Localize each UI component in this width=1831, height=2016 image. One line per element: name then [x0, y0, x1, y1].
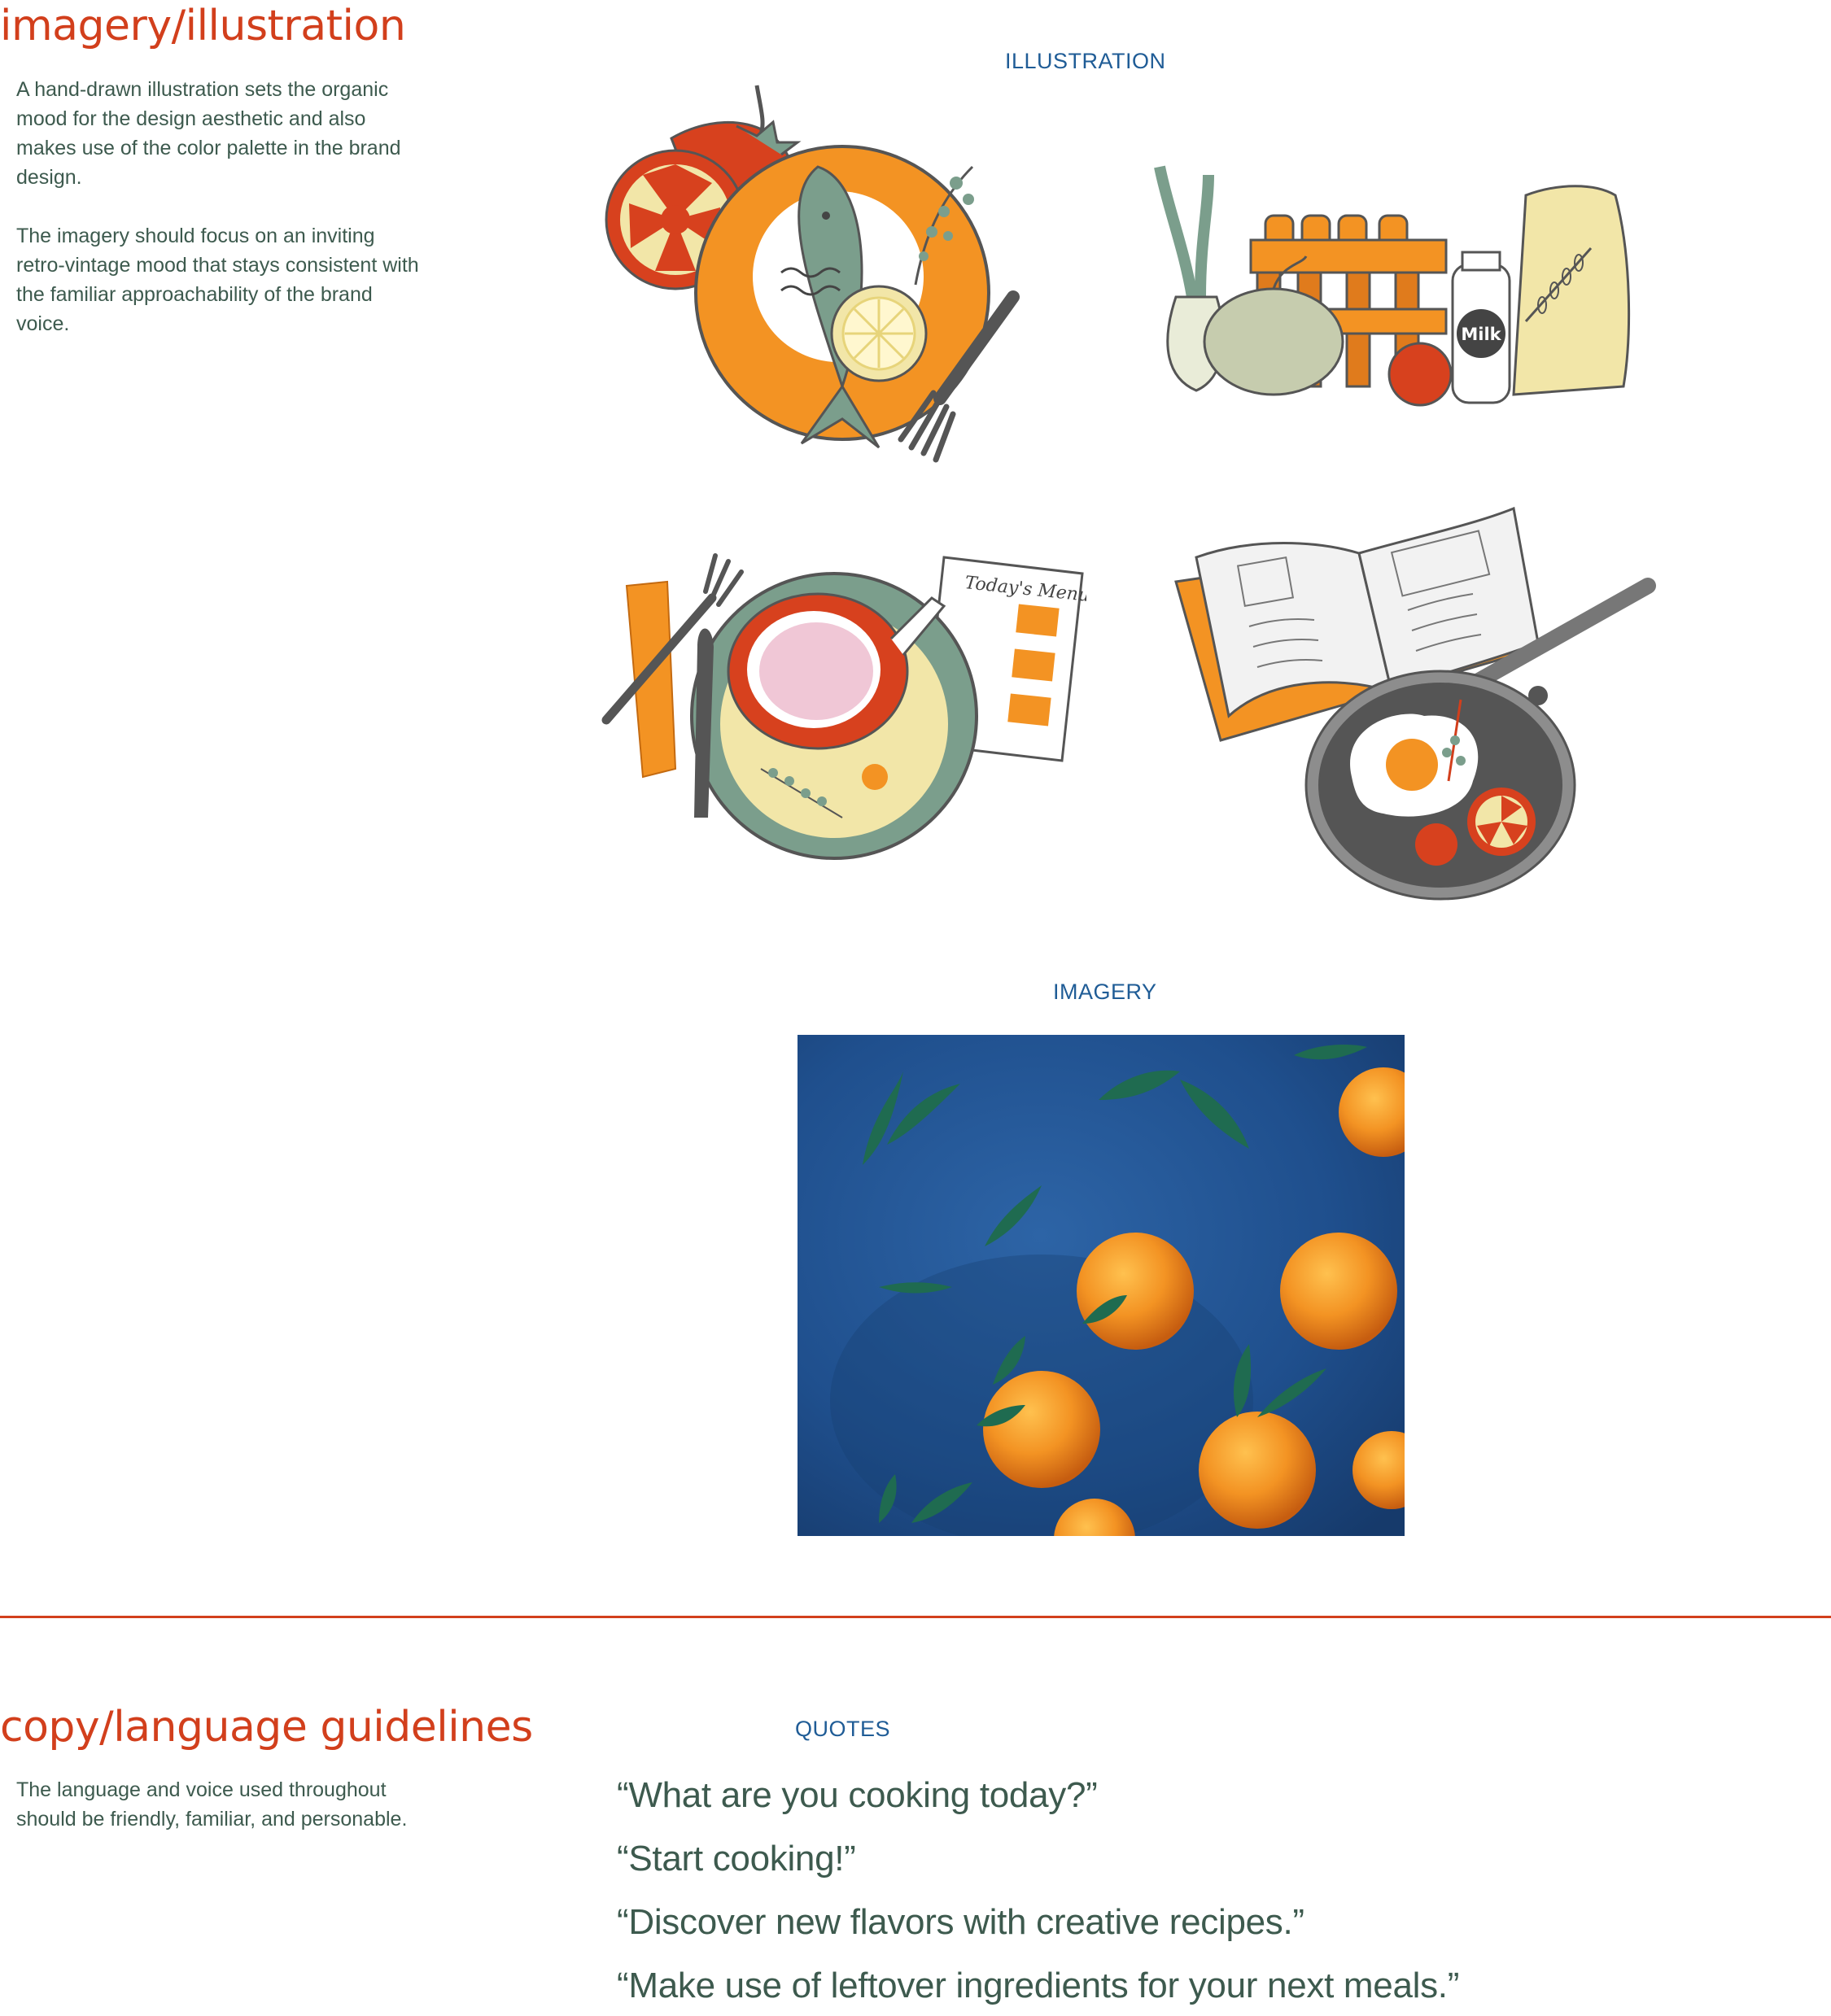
copy-section-heading: copy/language guidelines: [0, 1703, 533, 1752]
section-divider: [0, 1616, 1831, 1618]
quote-item: “Make use of leftover ingredients for yo…: [617, 1966, 1460, 2005]
groceries-illustration: Milk: [1154, 165, 1631, 407]
oranges-photo: [798, 1035, 1405, 1536]
illustration-label: ILLUSTRATION: [1005, 49, 1166, 73]
quote-item: “Discover new flavors with creative reci…: [617, 1902, 1304, 1942]
quote-item: “Start cooking!”: [617, 1839, 856, 1879]
quotes-label: QUOTES: [795, 1717, 891, 1741]
quote-item: “What are you cooking today?”: [617, 1775, 1098, 1815]
milk-label: Milk: [1461, 325, 1501, 344]
fish-plate-illustration: [605, 85, 1020, 463]
imagery-paragraph-1: A hand-drawn illustration sets the organ…: [16, 78, 401, 189]
copy-paragraph: The language and voice used throughout s…: [16, 1778, 408, 1831]
imagery-paragraph-2: The imagery should focus on an inviting …: [16, 225, 419, 335]
imagery-label: IMAGERY: [1053, 980, 1157, 1004]
egg-pan-cookbook-illustration: [1174, 506, 1656, 901]
imagery-section-heading: imagery/illustration: [0, 2, 406, 50]
ham-dinner-illustration: Today's Menu: [601, 553, 1086, 860]
